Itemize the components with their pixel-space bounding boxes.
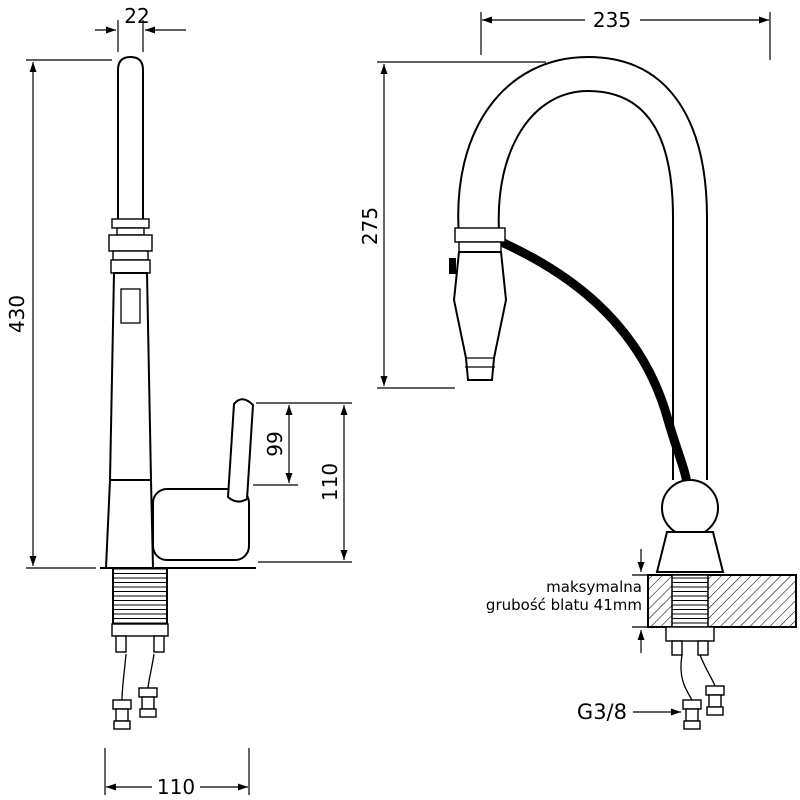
dim-handle-height-label: 99 xyxy=(263,431,287,456)
pullout-hose xyxy=(492,235,693,495)
dim-spout-reach-label: 235 xyxy=(593,8,631,32)
base-column xyxy=(104,479,155,569)
handle-housing xyxy=(152,488,250,561)
counter-note-line1: maksymalna xyxy=(546,578,642,596)
front-view-dimensions: 235 275 maksymalna grubość blatu 41mm G3… xyxy=(358,8,771,724)
faucet-body xyxy=(108,272,153,481)
base-flare xyxy=(655,531,725,573)
counter-thickness-note: maksymalna grubość blatu 41mm xyxy=(486,549,645,653)
dim-total-height: 430 xyxy=(5,59,112,569)
hose-fitting xyxy=(682,699,702,730)
body-detail-window xyxy=(120,288,141,324)
dim-spout-reach: 235 xyxy=(480,8,771,60)
thread-label: G3/8 xyxy=(577,700,627,724)
spray-head xyxy=(449,227,508,381)
shank-through-counter xyxy=(671,574,709,628)
dim-outlet-height: 110 xyxy=(258,405,352,563)
thread-callout: G3/8 xyxy=(577,700,681,724)
handle-lever xyxy=(226,398,255,503)
dim-spout-clearance-label: 275 xyxy=(358,207,382,245)
ball-joint xyxy=(661,479,719,537)
hose-fitting xyxy=(138,687,158,718)
gooseneck-spout xyxy=(457,55,708,480)
side-view-dimensions: 22 430 99 110 110 xyxy=(5,4,352,799)
mounting-bracket xyxy=(111,623,169,653)
supply-hoses xyxy=(112,653,158,730)
side-view xyxy=(100,55,256,730)
dim-spout-diameter-label: 22 xyxy=(124,4,149,28)
hose-fitting xyxy=(705,685,725,716)
spout-tube xyxy=(117,55,144,223)
supply-hoses-front xyxy=(680,654,725,730)
dim-handle-height: 99 xyxy=(253,402,352,486)
dim-spout-diameter: 22 xyxy=(95,4,186,52)
dim-outlet-height-label: 110 xyxy=(318,463,342,501)
countertop-section xyxy=(632,574,797,628)
dim-spout-clearance: 275 xyxy=(358,61,546,389)
spray-button xyxy=(449,258,456,274)
hose-fitting xyxy=(112,699,132,730)
mounting-hardware xyxy=(665,626,715,656)
front-view xyxy=(449,55,797,730)
counter-note-line2: grubość blatu 41mm xyxy=(486,596,642,614)
dim-base-depth-label: 110 xyxy=(157,775,195,799)
threaded-shank xyxy=(112,567,168,625)
dim-base-depth: 110 xyxy=(104,748,250,799)
spout-collar xyxy=(108,218,153,274)
dim-total-height-label: 430 xyxy=(5,295,29,333)
